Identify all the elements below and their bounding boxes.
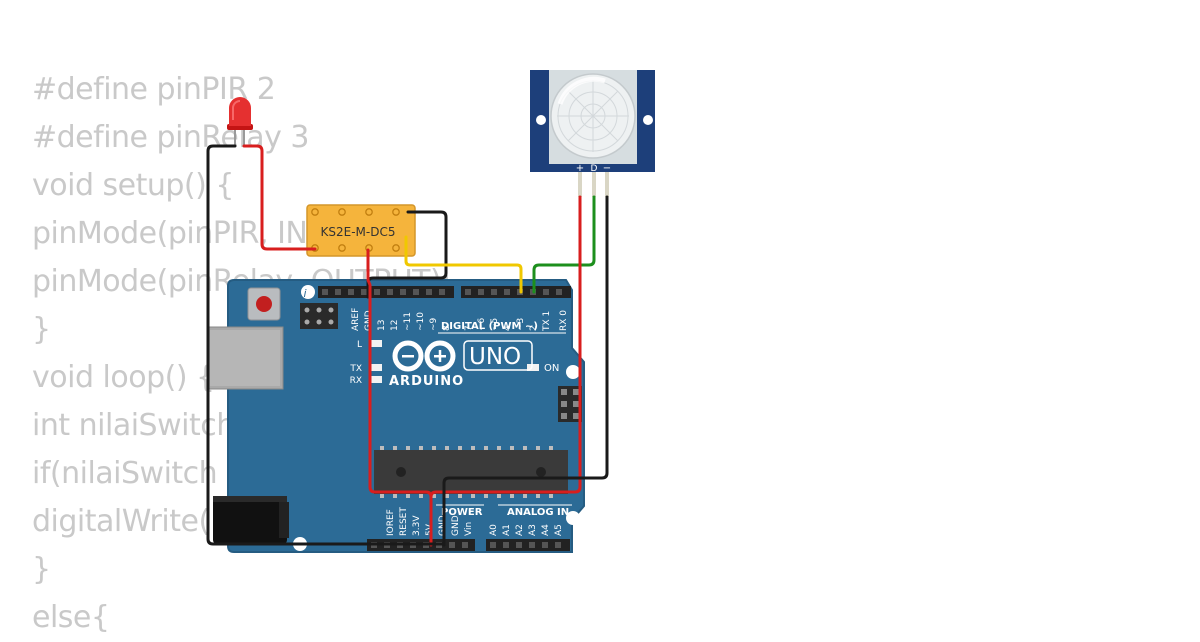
led-rx xyxy=(370,376,382,383)
led-l xyxy=(370,340,382,347)
code-line: if(nilaiSwitch xyxy=(32,456,218,491)
reset-button[interactable] xyxy=(256,296,272,312)
pir-pin-d-label: D xyxy=(591,164,598,174)
code-line: #define pinPIR 2 xyxy=(32,72,276,107)
pin-label: 7 xyxy=(464,325,474,331)
pin-label: A2 xyxy=(515,524,525,536)
icsp-header xyxy=(300,303,338,329)
relay-body xyxy=(306,204,416,257)
pin-label: 8 xyxy=(442,325,452,331)
led-on-label: ON xyxy=(544,363,559,374)
relay-module[interactable]: KS2E-M-DC5 xyxy=(306,204,416,257)
arduino-brand: ARDUINO xyxy=(389,374,464,389)
pir-pin-minus-label: − xyxy=(603,163,611,174)
wires xyxy=(206,144,609,547)
mounting-hole xyxy=(566,511,580,525)
pin-label: GND xyxy=(451,515,461,536)
analog-header-label: ANALOG IN xyxy=(507,507,569,518)
pir-pin-plus-label: + xyxy=(576,163,584,174)
wire-green-pir-pin2[interactable] xyxy=(532,195,596,294)
led-on xyxy=(527,364,539,371)
dc-power-jack xyxy=(213,496,289,544)
code-line: digitalWrite( xyxy=(32,504,210,539)
digital-pwm-header: DIGITAL (PWM ~) xyxy=(441,321,538,332)
code-line: } xyxy=(32,552,51,587)
pin-label: ~5 xyxy=(490,318,500,331)
pin-label: 2 xyxy=(529,325,539,331)
wire-black-led-gnd[interactable] xyxy=(206,144,445,546)
pir-motion-sensor[interactable]: + D − xyxy=(530,70,655,197)
icsp-header-right xyxy=(558,386,582,422)
pin-label: IOREF xyxy=(386,509,396,536)
arduino-infinity-logo-icon xyxy=(392,340,456,372)
wire-red-led-relay[interactable] xyxy=(242,144,317,251)
pin-label: ~9 xyxy=(429,317,439,331)
wire-red-pir-5v[interactable] xyxy=(429,195,582,499)
led-tx xyxy=(370,364,382,371)
pin-label: 13 xyxy=(377,320,387,331)
led-rx-label: RX xyxy=(350,376,362,386)
pin-label: A4 xyxy=(541,524,551,536)
pin-label: A1 xyxy=(502,524,512,536)
analog-header xyxy=(486,539,570,551)
pin-label: A3 xyxy=(528,524,538,536)
pin-label: Vin xyxy=(464,522,474,536)
led-l-label: L xyxy=(357,340,362,350)
code-line: } xyxy=(32,312,51,347)
pin-label: RESET xyxy=(399,507,409,536)
led-tx-label: TX xyxy=(349,364,362,374)
pin-label: RX 0 xyxy=(559,310,569,331)
code-line: else{ xyxy=(32,600,110,635)
mounting-hole xyxy=(566,365,580,379)
pin-label: A5 xyxy=(554,524,564,536)
atmega-chip xyxy=(374,446,568,498)
pin-label: ~11 xyxy=(403,312,413,331)
wire-yellow-relay-pin3[interactable] xyxy=(404,235,523,294)
pin-label: AREF xyxy=(351,308,361,331)
pin-label: A0 xyxy=(489,524,499,536)
relay-label: KS2E-M-DC5 xyxy=(321,225,396,239)
uno-badge xyxy=(463,340,533,371)
pin-label: ~3 xyxy=(516,318,526,331)
pin-label: ~10 xyxy=(416,312,426,331)
code-line: void loop() { xyxy=(32,360,215,395)
pin-label: 4 xyxy=(503,325,513,331)
pin-label: ~6 xyxy=(477,317,487,331)
uno-model: UNO xyxy=(469,344,521,370)
logo-i-icon: i xyxy=(303,287,306,300)
code-line: void setup() { xyxy=(32,168,234,203)
mounting-hole xyxy=(301,285,315,299)
pin-label: TX 1 xyxy=(542,311,552,332)
pin-label: 3.3V xyxy=(412,515,422,536)
pin-label: 12 xyxy=(390,320,400,331)
red-led[interactable] xyxy=(227,97,253,146)
arduino-uno-board[interactable]: i xyxy=(206,279,585,553)
wire-black-pir-gnd[interactable] xyxy=(442,195,609,547)
power-header-label: POWER xyxy=(441,507,483,518)
